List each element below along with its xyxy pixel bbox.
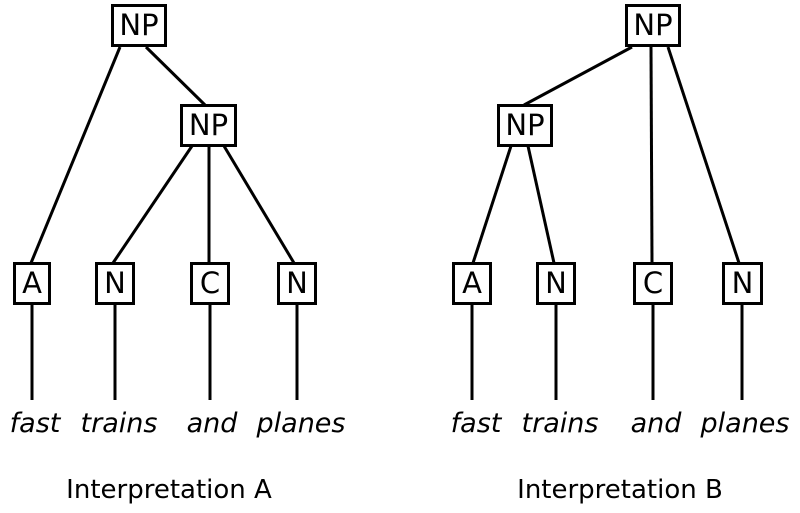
- tree-b-edge-root-to-leaf-c: [649, 46, 654, 264]
- tree-b-edge-root-to-inner-np: [523, 45, 633, 107]
- tree-a-edge-inner-to-leaf-n2: [222, 145, 296, 264]
- tree-a-word-and: and: [186, 408, 238, 439]
- tree-a-edge-root-to-leaf-a: [29, 46, 122, 264]
- tree-b-leaf-n1-node: N: [536, 262, 576, 305]
- tree-b-caption: Interpretation B: [517, 475, 723, 505]
- tree-b-leaf-a-node: A: [452, 262, 492, 305]
- tree-a-root-np-node: NP: [111, 4, 167, 47]
- tree-a-caption: Interpretation A: [66, 475, 272, 505]
- tree-a-word-fast: fast: [9, 408, 61, 439]
- tree-b-edge-inner-to-leaf-n1: [526, 145, 556, 264]
- tree-b-inner-np-node: NP: [497, 104, 553, 147]
- tree-a-leaf-n2-node: N: [277, 262, 317, 305]
- tree-b-word-planes: planes: [700, 408, 790, 439]
- tree-b-edge-inner-to-leaf-a: [471, 145, 513, 264]
- tree-a-word-planes: planes: [256, 408, 346, 439]
- tree-a-word-trains: trains: [80, 408, 158, 439]
- tree-a-leaf-c-node: C: [190, 262, 230, 305]
- tree-b-edge-root-to-leaf-n2: [666, 46, 741, 264]
- tree-a-leaf-n1-node: N: [95, 262, 135, 305]
- tree-a-leaf-a-node: A: [13, 262, 51, 305]
- tree-b-leaf-n2-node: N: [722, 262, 763, 305]
- tree-b-word-and: and: [630, 408, 682, 439]
- tree-b-word-trains: trains: [521, 408, 599, 439]
- tree-b-leaf-c-node: C: [633, 262, 673, 305]
- tree-b-root-np-node: NP: [625, 4, 681, 47]
- tree-a-edge-inner-to-leaf-n1: [111, 145, 194, 264]
- tree-a-edge-root-to-inner-np: [144, 45, 207, 107]
- tree-a-inner-np-node: NP: [180, 104, 237, 147]
- tree-b-word-fast: fast: [450, 408, 502, 439]
